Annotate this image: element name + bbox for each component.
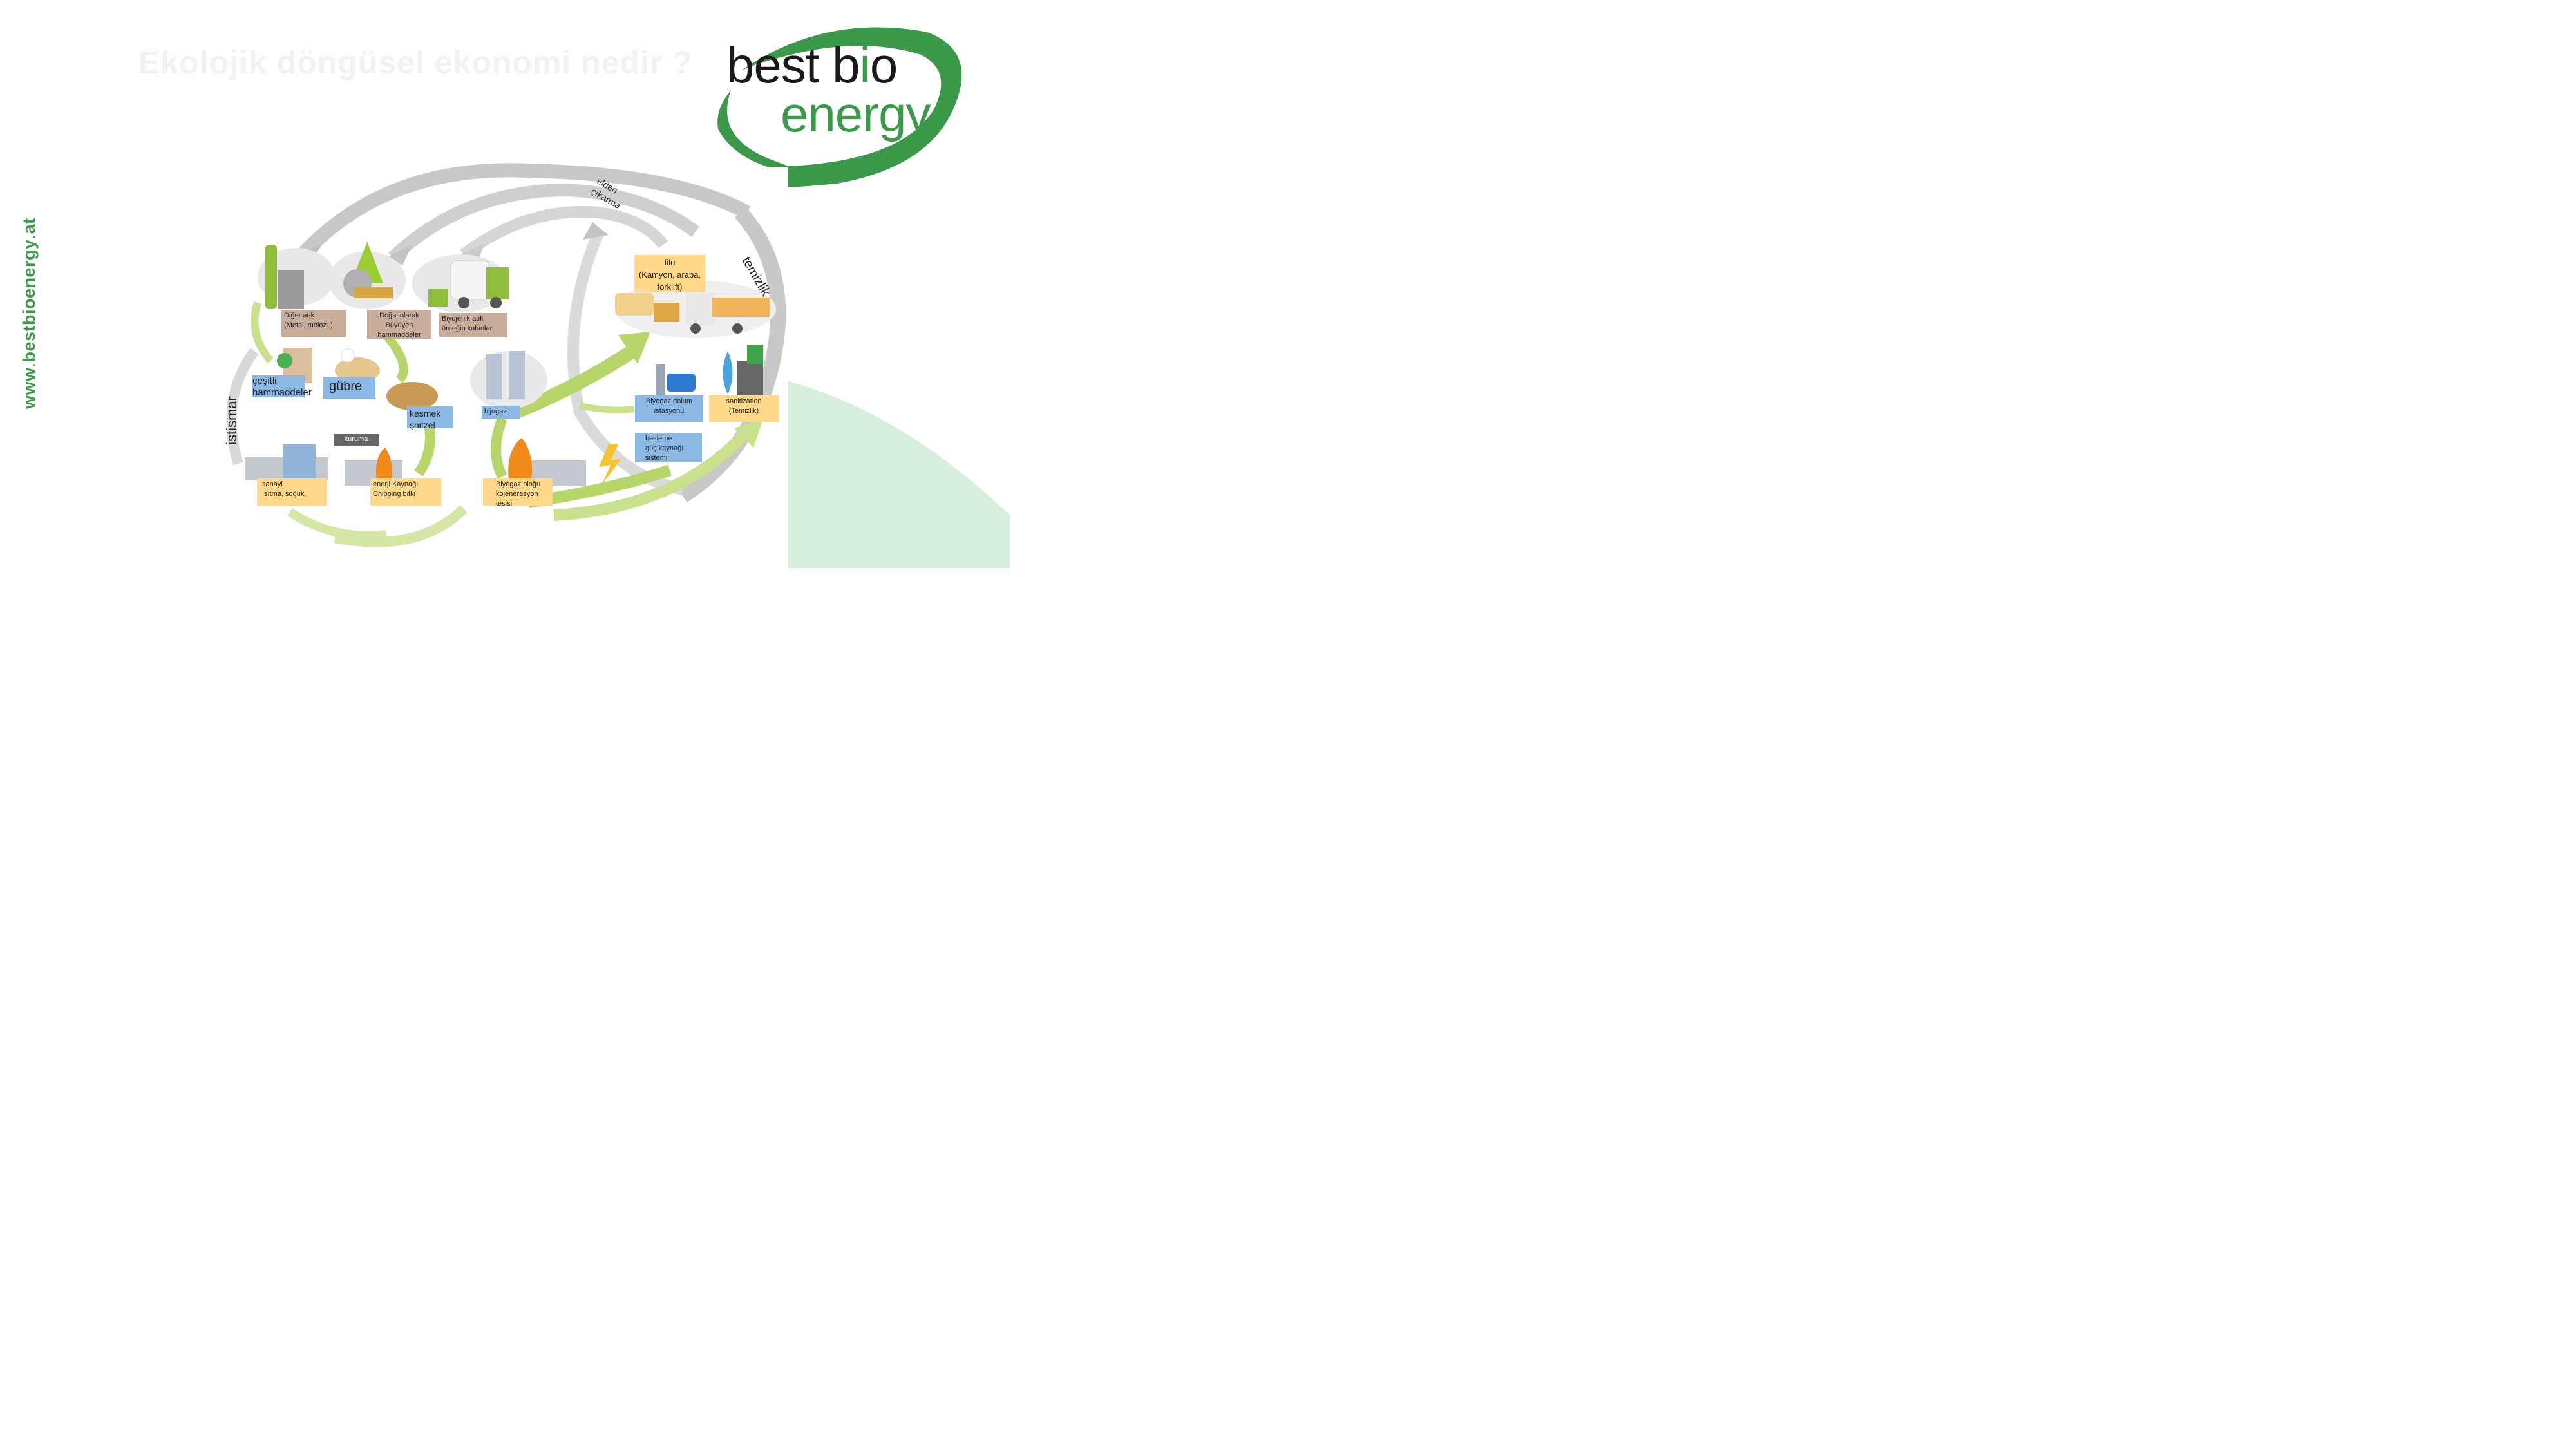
logo-text-best-bio: best bio: [726, 37, 898, 93]
box-bijogaz: bijogaz: [482, 406, 520, 419]
logo-text-energy: energy: [781, 86, 931, 142]
url-domain: bestbioenergy: [19, 239, 39, 363]
box-gubre: gübre: [323, 377, 375, 399]
green-arrow-5: [512, 341, 642, 419]
box-dogal: Doğal olarak Büyüyen hammaddeler: [367, 310, 431, 339]
box-biyogaz-dolum: Biyogaz dolum istasyonu: [635, 395, 703, 422]
url-dot: .: [19, 362, 39, 368]
url-www: www: [19, 367, 39, 409]
waste-icon: [258, 245, 335, 309]
green-arrow-1: [251, 301, 274, 363]
url-tld: at: [19, 218, 39, 234]
green-arrow-9: [287, 508, 387, 540]
box-filo: filo (Kamyon, araba, forklift): [634, 255, 705, 292]
logo-best-b: best b: [726, 37, 860, 93]
gray-arc-inner: [460, 205, 668, 260]
garbage-truck-icon: [412, 254, 509, 312]
gray-arrowhead-4: [583, 222, 609, 240]
box-sanayi: sanayi Isıtma, soğuk,: [257, 478, 327, 506]
gray-arc-left: [226, 348, 259, 466]
box-cesitli: çeşitli hammaddeler: [252, 375, 312, 398]
tree-wood-icon: [328, 242, 406, 309]
box-kuruma: kuruma: [334, 434, 379, 446]
green-arrowhead-5: [618, 332, 650, 364]
vehicles-icon: [615, 280, 776, 338]
box-besleme: besleme güç kaynağı sistemi: [635, 433, 702, 462]
green-arrow-7: [553, 427, 752, 521]
factory-icon-1: [245, 444, 328, 480]
logo-letter-i: i: [859, 37, 870, 93]
lightning-icon: [599, 444, 621, 484]
green-arrow-2: [383, 332, 408, 383]
green-arrow-10: [579, 402, 635, 413]
box-kesmek: kesmek şnitzel: [407, 406, 453, 430]
box-biyojenik: Biyojenik atık örneğin kalanlar: [439, 313, 507, 337]
green-arrow-4: [491, 417, 507, 479]
website-url: www.bestbioenergy.at: [19, 218, 39, 409]
box-diger-atik: Diğer atık (Metal, moloz..): [281, 310, 346, 337]
gray-arc-mid: [388, 183, 699, 263]
decor-green-shape: [788, 381, 1010, 568]
gray-arc-right: [678, 207, 786, 503]
page-title: Ekolojik döngüsel ekonomi nedir ?: [138, 44, 693, 80]
wood-chips-icon: [386, 382, 438, 410]
logo-letter-o: o: [869, 37, 898, 93]
logo-swoosh: [741, 27, 962, 187]
green-arrowhead-7: [734, 419, 763, 448]
box-sanitization: sanitization (Temizlik): [709, 395, 779, 422]
logo-swoosh-lower: [717, 90, 788, 173]
green-arrow-8: [334, 505, 468, 547]
water-bin-icon: [723, 345, 763, 396]
gray-arc-outer: [297, 163, 751, 260]
url-dot2: .: [19, 234, 39, 240]
label-istismar: istismar: [223, 396, 240, 445]
box-biyogaz-blogu: Biyogaz bloğu kojenerasyon tesisi: [483, 478, 553, 507]
car-station-icon: [656, 364, 696, 396]
box-enerji: enerji Kaynağı Chipping bitki: [370, 478, 441, 506]
gas-pump-icon: [470, 351, 547, 409]
